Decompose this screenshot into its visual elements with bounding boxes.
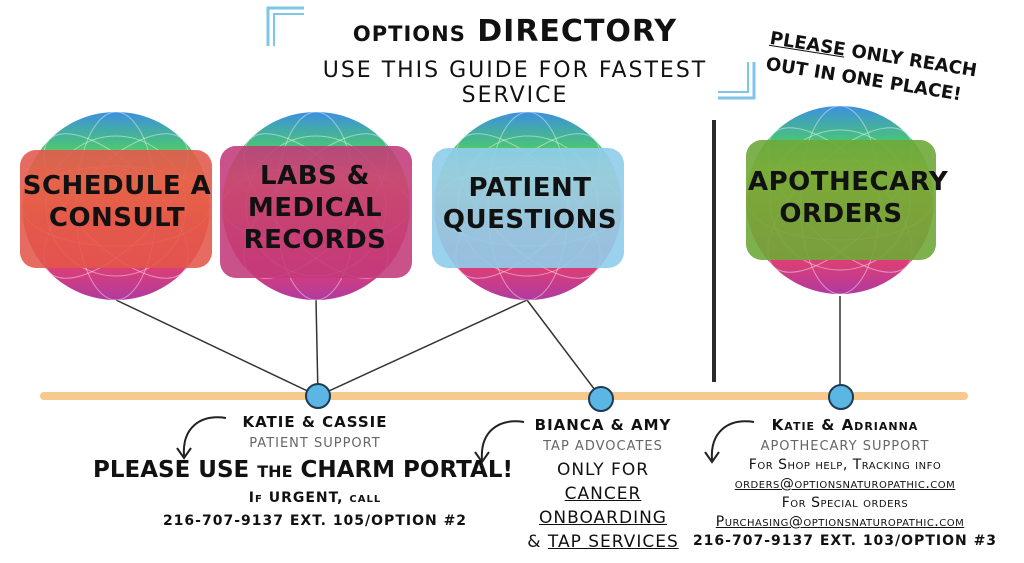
curved-arrow-icon xyxy=(474,420,525,464)
tap-onboarding: ONBOARDING xyxy=(528,506,678,530)
cancer-link[interactable]: CANCER xyxy=(564,484,642,504)
special-orders-text: For Special orders xyxy=(781,495,909,511)
apothecary-orders-label: APOTHECARY ORDERS xyxy=(748,167,949,229)
tap-services-link[interactable]: TAP SERVICES xyxy=(547,532,679,552)
patient-support-phone: 216-707-9137 EXT. 105/OPTION #2 xyxy=(162,513,468,529)
orders-email-link[interactable]: orders@optionsnaturopathic.com xyxy=(734,476,956,492)
ampersand: & xyxy=(527,532,548,552)
patient-support-role: PATIENT SUPPORT xyxy=(249,436,381,451)
timeline-bar xyxy=(40,392,968,400)
tap-role: TAP ADVOCATES xyxy=(543,439,663,454)
corner-bracket-bottom-right xyxy=(718,62,756,100)
page-title: options DIRECTORY xyxy=(352,14,678,49)
patient-questions-bubble[interactable] xyxy=(430,110,630,302)
tap-names: BIANCA & AMY xyxy=(534,416,672,434)
section-divider xyxy=(712,120,716,382)
timeline-node-apothecary xyxy=(828,384,854,410)
tap-cancer: CANCER xyxy=(528,482,678,506)
patient-questions-label: PATIENT QUESTIONS xyxy=(442,173,618,235)
page-subtitle: USE THIS GUIDE FOR FASTEST SERVICE xyxy=(322,58,708,108)
urgent-call-text: If URGENT, call xyxy=(248,490,382,506)
tap-services-line: & TAP SERVICES xyxy=(518,530,688,554)
tap-only-for: ONLY FOR xyxy=(556,460,650,480)
schedule-consult-bubble[interactable] xyxy=(18,110,218,302)
timeline-node-patient-support xyxy=(305,383,331,409)
curved-arrow-icon xyxy=(176,416,227,460)
purchasing-email-link[interactable]: Purchasing@optionsnaturopathic.com xyxy=(715,514,965,530)
curved-arrow-icon xyxy=(704,420,755,464)
charm-portal-message: PLEASE USE the CHARM PORTAL! xyxy=(93,457,513,483)
labs-records-bubble[interactable] xyxy=(218,110,418,302)
patient-support-names: KATIE & CASSIE xyxy=(242,413,388,431)
apothecary-names: Katie & Adrianna xyxy=(771,416,919,434)
corner-bracket-top-left xyxy=(266,6,304,46)
timeline-node-tap xyxy=(588,386,614,412)
labs-records-label: LABS & MEDICAL RECORDS xyxy=(243,161,387,255)
onboarding-link[interactable]: ONBOARDING xyxy=(539,508,667,528)
shop-help-text: For Shop help, Tracking info xyxy=(748,457,942,473)
apothecary-phone: 216-707-9137 EXT. 103/OPTION #3 xyxy=(692,533,998,549)
schedule-consult-label: SCHEDULE A CONSULT xyxy=(22,171,212,233)
apothecary-orders-bubble[interactable] xyxy=(744,104,940,298)
apothecary-role: APOTHECARY SUPPORT xyxy=(760,439,930,454)
